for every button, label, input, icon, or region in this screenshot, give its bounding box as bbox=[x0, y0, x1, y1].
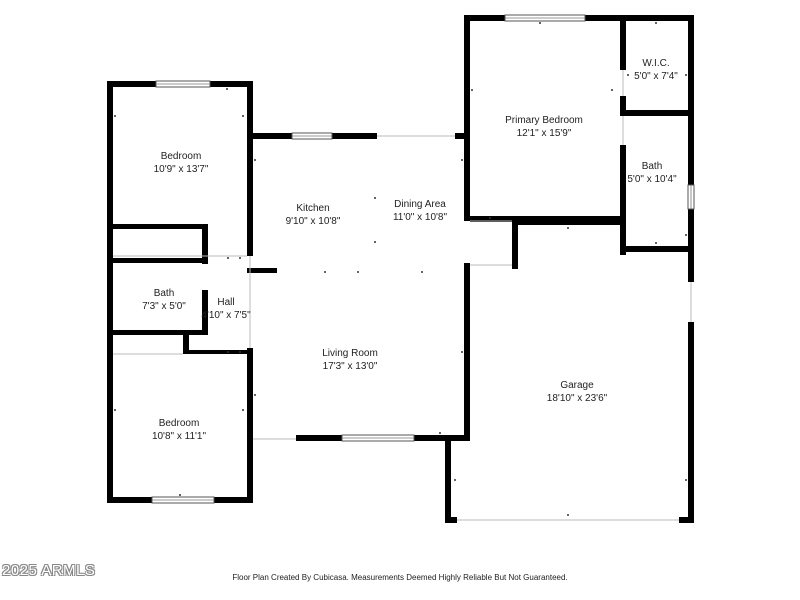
footer-disclaimer: Floor Plan Created By Cubicasa. Measurem… bbox=[232, 573, 568, 582]
room-dims-living: 17'3" x 13'0" bbox=[323, 361, 378, 372]
room-dims-bedroom-bottom: 10'8" x 11'1" bbox=[152, 431, 207, 442]
room-dims-wic: 5'0" x 7'4" bbox=[634, 71, 678, 82]
walls bbox=[107, 15, 694, 523]
room-name-kitchen: Kitchen bbox=[296, 203, 329, 214]
copyright-watermark: 2025 ARMLS bbox=[2, 562, 96, 579]
room-dims-dining: 11'0" x 10'8" bbox=[393, 212, 448, 223]
room-labels: Bedroom 10'9" x 13'7" Bath 7'3" x 5'0" H… bbox=[142, 58, 678, 442]
room-dims-bath-left: 7'3" x 5'0" bbox=[142, 301, 186, 312]
room-name-wic: W.I.C. bbox=[642, 58, 669, 69]
room-dims-bath-right: 5'0" x 10'4" bbox=[627, 174, 677, 185]
room-dims-garage: 18'10" x 23'6" bbox=[547, 393, 608, 404]
outlet-markers bbox=[114, 22, 687, 516]
room-name-bath-right: Bath bbox=[642, 161, 663, 172]
openings bbox=[113, 70, 692, 521]
room-dims-primary-bedroom: 12'1" x 15'9" bbox=[517, 128, 572, 139]
room-name-hall: Hall bbox=[217, 297, 234, 308]
room-name-bedroom-top: Bedroom bbox=[161, 151, 202, 162]
room-name-living: Living Room bbox=[322, 348, 378, 359]
room-name-bedroom-bottom: Bedroom bbox=[159, 418, 200, 429]
room-name-dining: Dining Area bbox=[394, 199, 446, 210]
room-name-garage: Garage bbox=[560, 380, 594, 391]
room-dims-kitchen: 9'10" x 10'8" bbox=[286, 216, 341, 227]
room-dims-bedroom-top: 10'9" x 13'7" bbox=[154, 164, 209, 175]
room-name-primary-bedroom: Primary Bedroom bbox=[505, 115, 583, 126]
windows bbox=[151, 14, 695, 504]
room-name-bath-left: Bath bbox=[154, 288, 175, 299]
room-dims-hall: 4'10" x 7'5" bbox=[201, 310, 251, 321]
